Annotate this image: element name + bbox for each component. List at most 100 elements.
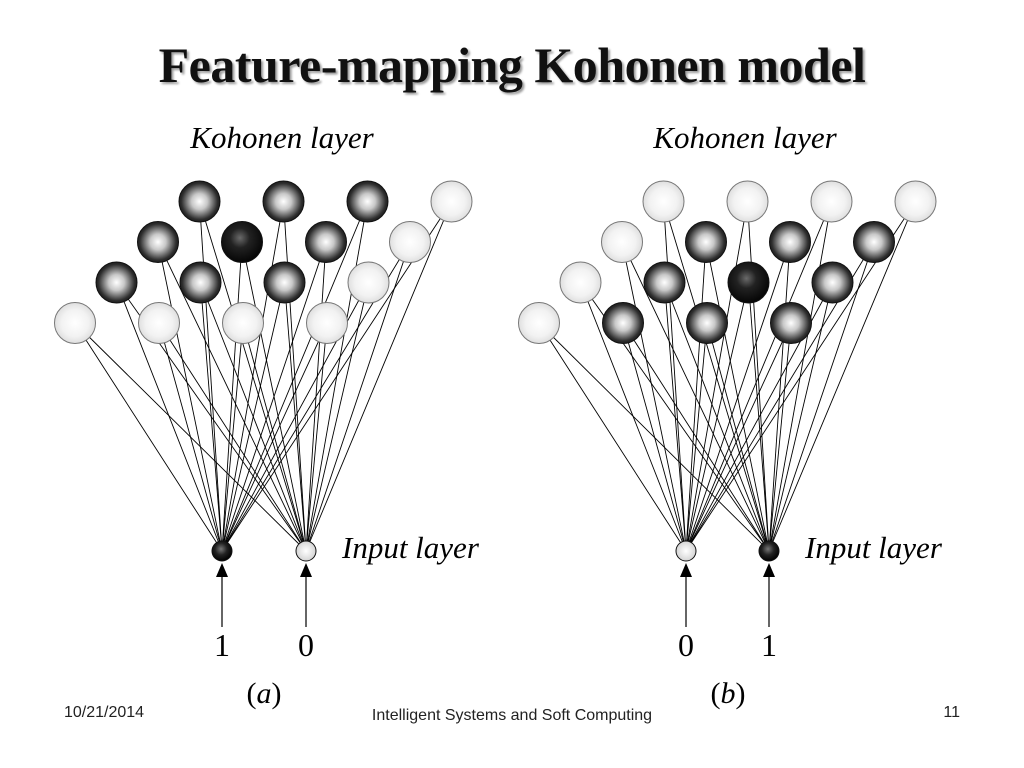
- panel-caption-a: (a): [247, 677, 282, 710]
- active-neuron: [769, 221, 811, 263]
- connection-line: [116, 282, 223, 552]
- connection-line: [622, 322, 770, 552]
- connection-line: [221, 322, 244, 552]
- winner-neuron: [727, 261, 770, 304]
- input-value-2: 0: [298, 627, 314, 663]
- connection-line: [221, 322, 328, 552]
- active-neuron: [262, 180, 305, 223]
- input-neurons: [211, 540, 317, 627]
- input-arrow-head: [763, 563, 775, 577]
- input-neuron: [758, 540, 780, 562]
- connection-line: [705, 241, 770, 552]
- caption-open-paren: (: [247, 677, 257, 710]
- connection-line: [768, 322, 792, 552]
- footer-date: 10/21/2014: [64, 704, 145, 721]
- active-neuron: [643, 261, 686, 304]
- inactive-neuron: [138, 302, 180, 344]
- connection-line: [221, 282, 285, 552]
- inactive-neuron: [894, 180, 937, 223]
- active-neuron: [263, 261, 306, 304]
- connection-line: [580, 282, 687, 552]
- input-layer-label: Input layer: [341, 530, 480, 565]
- caption-close-paren: ): [272, 677, 282, 710]
- input-arrow-head: [216, 563, 228, 577]
- input-layer-label: Input layer: [804, 530, 943, 565]
- connection-line: [305, 241, 411, 552]
- active-neuron: [685, 221, 727, 263]
- footer-page-number: 11: [943, 704, 960, 721]
- connection-line: [221, 241, 243, 552]
- connection-line: [685, 201, 748, 552]
- kohonen-layer-label: Kohonen layer: [189, 120, 374, 155]
- connection-line: [768, 241, 875, 552]
- inactive-neuron: [518, 302, 560, 344]
- active-neuron: [811, 261, 854, 304]
- connection-lines: [538, 201, 916, 552]
- inactive-neuron: [222, 302, 264, 344]
- connection-line: [74, 322, 223, 552]
- input-neuron: [675, 540, 697, 562]
- connection-line: [221, 201, 284, 552]
- connection-line: [685, 322, 708, 552]
- caption-letter: b: [721, 677, 736, 710]
- panel-caption-b: (b): [711, 677, 746, 710]
- connection-line: [199, 201, 223, 552]
- connection-line: [664, 282, 770, 552]
- inactive-neuron: [389, 221, 431, 263]
- input-neurons: [675, 540, 780, 627]
- connection-line: [538, 322, 770, 552]
- inactive-neuron: [430, 180, 473, 223]
- input-neuron: [295, 540, 317, 562]
- active-neuron: [95, 261, 138, 304]
- connection-line: [685, 241, 791, 552]
- inactive-neuron: [54, 302, 96, 344]
- input-value-1: 1: [214, 627, 230, 663]
- active-neuron: [770, 302, 812, 344]
- inactive-neuron: [347, 261, 390, 304]
- connection-line: [768, 201, 916, 552]
- connection-line: [305, 201, 452, 552]
- connection-line: [221, 241, 327, 552]
- active-neuron: [346, 180, 389, 223]
- connection-line: [622, 322, 687, 552]
- active-neuron: [178, 180, 221, 223]
- connection-line: [538, 322, 687, 552]
- page-title: Feature-mapping Kohonen model: [158, 37, 866, 93]
- inactive-neuron: [810, 180, 853, 223]
- kohonen-neurons: [518, 180, 937, 344]
- caption-close-paren: ): [736, 677, 746, 710]
- connection-line: [664, 282, 687, 552]
- active-neuron: [853, 221, 895, 263]
- connection-line: [200, 282, 223, 552]
- inactive-neuron: [642, 180, 685, 223]
- connection-line: [621, 241, 770, 552]
- connection-line: [663, 201, 687, 552]
- caption-open-paren: (: [711, 677, 721, 710]
- kohonen-layer-label: Kohonen layer: [652, 120, 837, 155]
- winner-neuron: [221, 221, 263, 263]
- input-neuron: [211, 540, 233, 562]
- inactive-neuron: [726, 180, 769, 223]
- active-neuron: [179, 261, 222, 304]
- kohonen-neurons: [54, 180, 473, 344]
- active-neuron: [602, 302, 644, 344]
- panel-b: Kohonen layer Input layer 0 1 (b): [518, 120, 943, 710]
- connection-line: [706, 322, 770, 552]
- inactive-neuron: [601, 221, 643, 263]
- footer-course-title: Intelligent Systems and Soft Computing: [371, 707, 653, 724]
- connection-line: [157, 241, 223, 552]
- input-value-1: 0: [678, 627, 694, 663]
- connection-line: [685, 282, 749, 552]
- connection-line: [685, 322, 792, 552]
- connection-line: [747, 201, 770, 552]
- inactive-neuron: [306, 302, 348, 344]
- input-arrow-head: [680, 563, 692, 577]
- active-neuron: [686, 302, 728, 344]
- connection-line: [158, 322, 223, 552]
- connection-lines: [74, 201, 452, 552]
- connection-line: [305, 322, 328, 552]
- input-arrow-head: [300, 563, 312, 577]
- connection-line: [685, 201, 832, 552]
- connection-line: [221, 201, 368, 552]
